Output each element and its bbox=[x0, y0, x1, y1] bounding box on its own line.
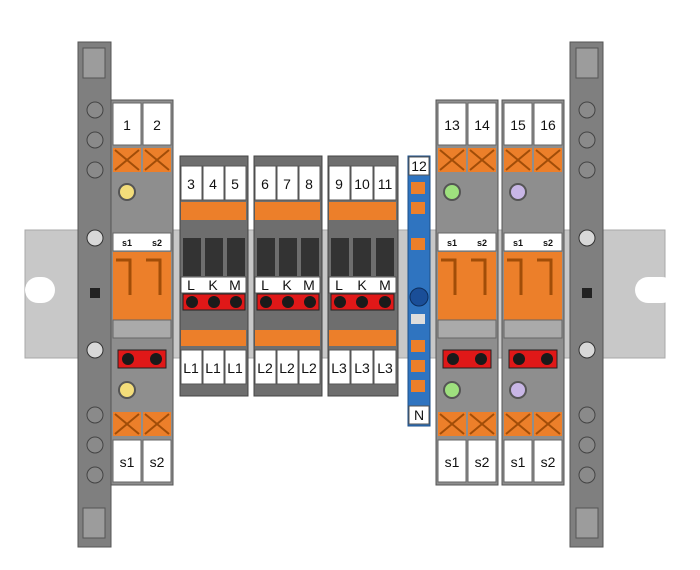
lkm-M: M bbox=[229, 277, 241, 293]
latch-icon bbox=[90, 288, 100, 298]
marker-s1-bottom: s1 bbox=[120, 454, 135, 470]
fuse-bridge-icon bbox=[182, 293, 246, 311]
lkm-L: L bbox=[261, 277, 269, 293]
orange-clamp-icon bbox=[438, 148, 496, 172]
phase-label: L2 bbox=[279, 360, 295, 376]
fuse-bridge-icon bbox=[256, 293, 320, 311]
marker-3: 3 bbox=[187, 176, 195, 192]
colored-marker-screw-icon bbox=[443, 381, 461, 399]
orange-clamp-icon bbox=[438, 412, 496, 436]
lkm-L: L bbox=[335, 277, 343, 293]
marker-5: 5 bbox=[231, 176, 239, 192]
marker-15: 15 bbox=[510, 117, 526, 133]
phase-label: L3 bbox=[377, 360, 393, 376]
voltage-terminal-group-1: 3 4 5 L K M L1 L1 L1 bbox=[179, 155, 249, 397]
rail-slot-left bbox=[25, 277, 55, 303]
marker-N: N bbox=[414, 407, 424, 423]
lkm-M: M bbox=[379, 277, 391, 293]
marker-s2: s2 bbox=[543, 238, 553, 248]
marker-s1: s1 bbox=[122, 238, 132, 248]
marker-10: 10 bbox=[354, 176, 370, 192]
screw-icon bbox=[86, 229, 104, 247]
fuse-bridge-icon bbox=[117, 349, 167, 369]
marker-14: 14 bbox=[474, 117, 490, 133]
marker-s2-bottom: s2 bbox=[150, 454, 165, 470]
rail-slot-right bbox=[635, 277, 675, 303]
colored-marker-screw-icon bbox=[118, 183, 136, 201]
marker-11: 11 bbox=[378, 176, 393, 192]
screw-icon bbox=[86, 341, 104, 359]
orange-clamp-icon bbox=[113, 148, 171, 172]
marker-13: 13 bbox=[444, 117, 460, 133]
ct-terminal-block-right-b: 15 16 s1 s2 s1 s2 bbox=[501, 99, 565, 486]
phase-label: L1 bbox=[183, 360, 199, 376]
neutral-terminal: 12 N bbox=[407, 155, 431, 427]
marker-6: 6 bbox=[261, 176, 269, 192]
marker-7: 7 bbox=[283, 176, 291, 192]
marker-s1: s1 bbox=[447, 238, 457, 248]
colored-marker-screw-icon bbox=[509, 183, 527, 201]
voltage-terminal-group-3: 9 10 11 L K M L3 L3 L3 bbox=[327, 155, 399, 397]
marker-s1-bottom: s1 bbox=[445, 454, 460, 470]
lkm-K: K bbox=[208, 277, 218, 293]
marker-16: 16 bbox=[540, 117, 556, 133]
orange-clamp-icon bbox=[113, 412, 171, 436]
colored-marker-screw-icon bbox=[118, 381, 136, 399]
lkm-K: K bbox=[282, 277, 292, 293]
marker-s2-bottom: s2 bbox=[541, 454, 556, 470]
marker-s1: s1 bbox=[513, 238, 523, 248]
lkm-K: K bbox=[357, 277, 367, 293]
latch-icon bbox=[582, 288, 592, 298]
lkm-M: M bbox=[303, 277, 315, 293]
marker-s2-bottom: s2 bbox=[475, 454, 490, 470]
end-bracket-right bbox=[569, 41, 604, 548]
ct-terminal-block-right-a: 13 14 s1 s2 s1 s2 bbox=[435, 99, 499, 486]
fuse-bridge-icon bbox=[442, 349, 492, 369]
phase-label: L1 bbox=[227, 360, 243, 376]
orange-clamp-icon bbox=[504, 148, 562, 172]
phase-label: L3 bbox=[331, 360, 347, 376]
marker-2: 2 bbox=[153, 117, 161, 133]
phase-label: L1 bbox=[205, 360, 221, 376]
end-bracket-left bbox=[77, 41, 112, 548]
marker-s1-bottom: s1 bbox=[511, 454, 526, 470]
fuse-bridge-icon bbox=[508, 349, 558, 369]
ct-terminal-block-left: 1 2 s1 s2 s1 s2 bbox=[110, 99, 174, 486]
phase-label: L3 bbox=[354, 360, 370, 376]
marker-4: 4 bbox=[209, 176, 217, 192]
marker-1: 1 bbox=[123, 117, 131, 133]
lkm-L: L bbox=[187, 277, 195, 293]
screw-icon bbox=[578, 341, 596, 359]
colored-marker-screw-icon bbox=[443, 183, 461, 201]
marker-s2: s2 bbox=[152, 238, 162, 248]
colored-marker-screw-icon bbox=[509, 381, 527, 399]
screw-icon bbox=[578, 229, 596, 247]
marker-8: 8 bbox=[305, 176, 313, 192]
marker-12: 12 bbox=[411, 158, 427, 174]
phase-label: L2 bbox=[257, 360, 273, 376]
fuse-bridge-icon bbox=[330, 293, 395, 311]
voltage-terminal-group-2: 6 7 8 L K M L2 L2 L2 bbox=[253, 155, 323, 397]
orange-clamp-icon bbox=[504, 412, 562, 436]
phase-label: L2 bbox=[301, 360, 317, 376]
marker-s2: s2 bbox=[477, 238, 487, 248]
marker-9: 9 bbox=[335, 176, 343, 192]
